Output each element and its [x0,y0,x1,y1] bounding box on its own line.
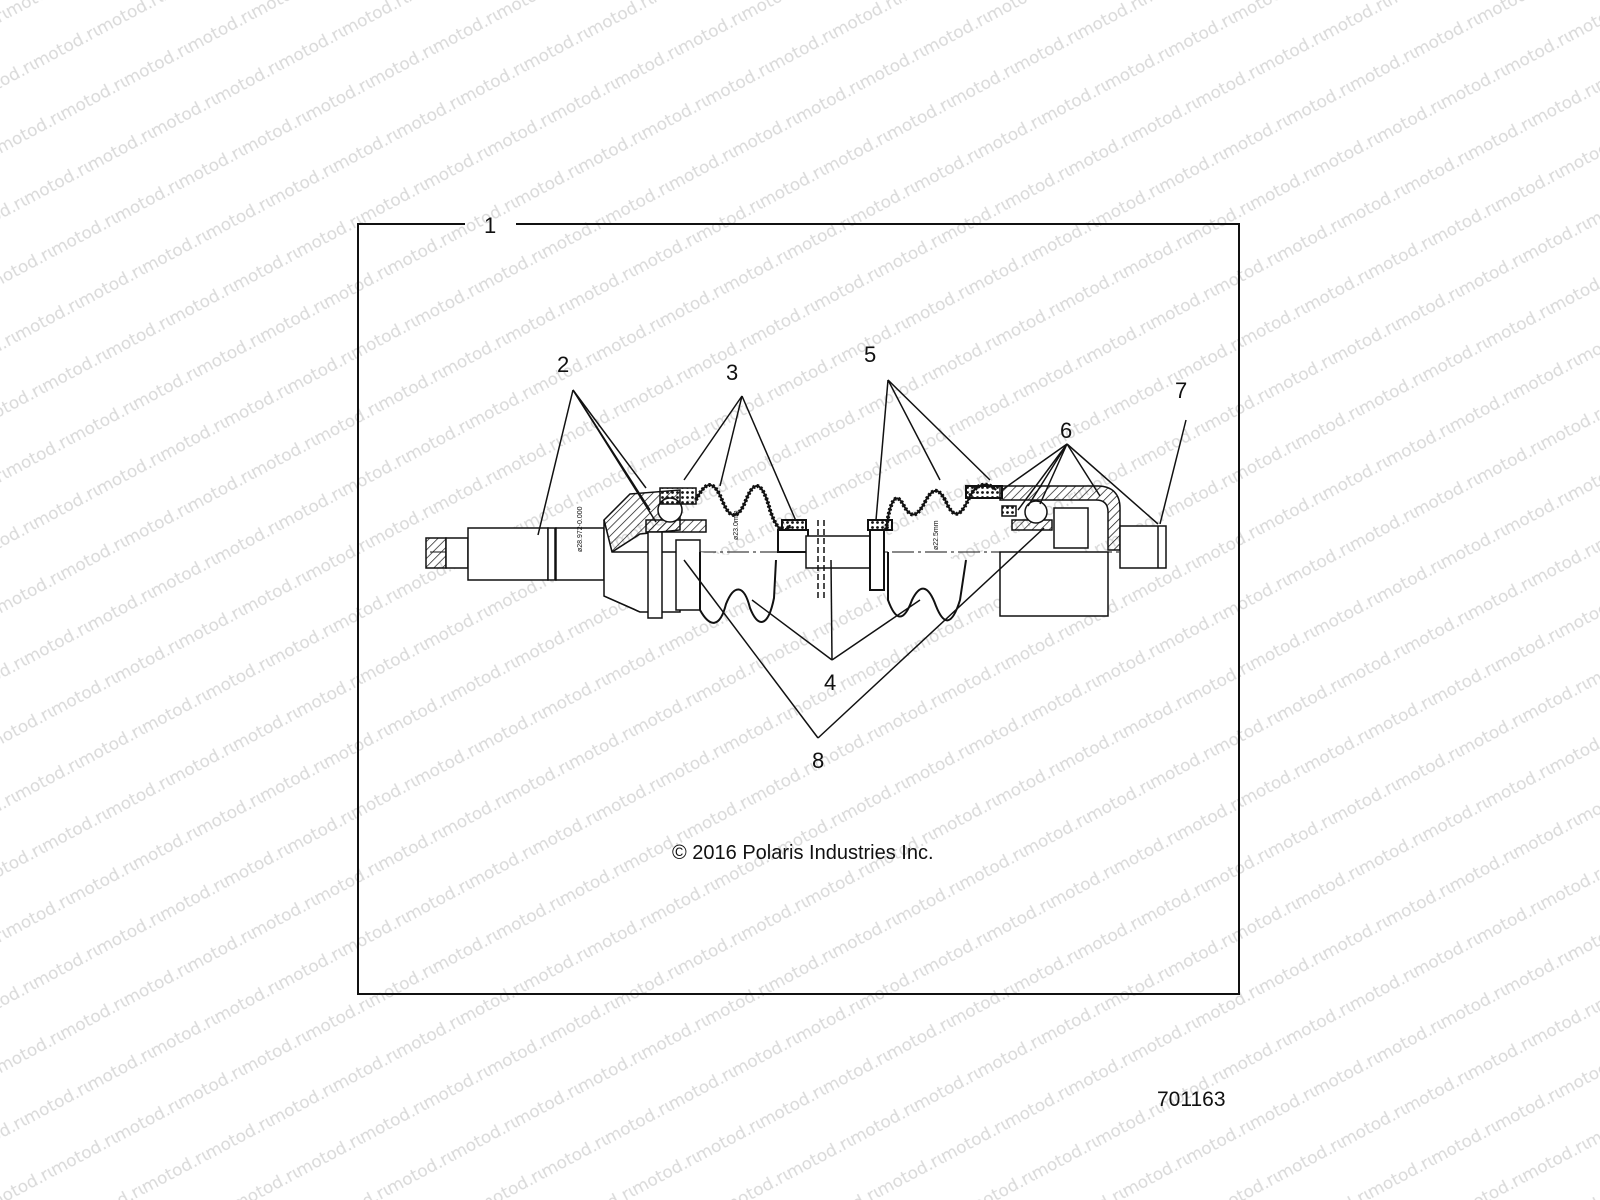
right-boot [867,482,1003,622]
leader-lines [537,379,1187,739]
callout-5: 5 [864,342,876,367]
left-cv-bearing [645,487,707,619]
shaft-dimension: ø28.972-0.000 [577,506,584,552]
right-stub-shaft [1119,525,1167,569]
callout-7: 7 [1175,378,1187,403]
left-stub-shaft [425,527,605,581]
callout-4: 4 [824,670,836,695]
copyright-notice: © 2016 Polaris Industries Inc. [672,842,934,864]
callout-3: 3 [726,360,738,385]
left-boot [694,483,809,624]
figure-id: 701163 [1157,1088,1226,1111]
right-cv-housing [999,485,1121,617]
boot-dimension-left: ø23.0mm [733,510,740,540]
callout-1: 1 [484,213,496,238]
callout-6: 6 [1060,418,1072,443]
assembly-frame [357,223,1240,995]
callout-2: 2 [557,352,569,377]
callout-8: 8 [812,748,824,773]
boot-dimension-right: ø22.5mm [933,520,940,550]
